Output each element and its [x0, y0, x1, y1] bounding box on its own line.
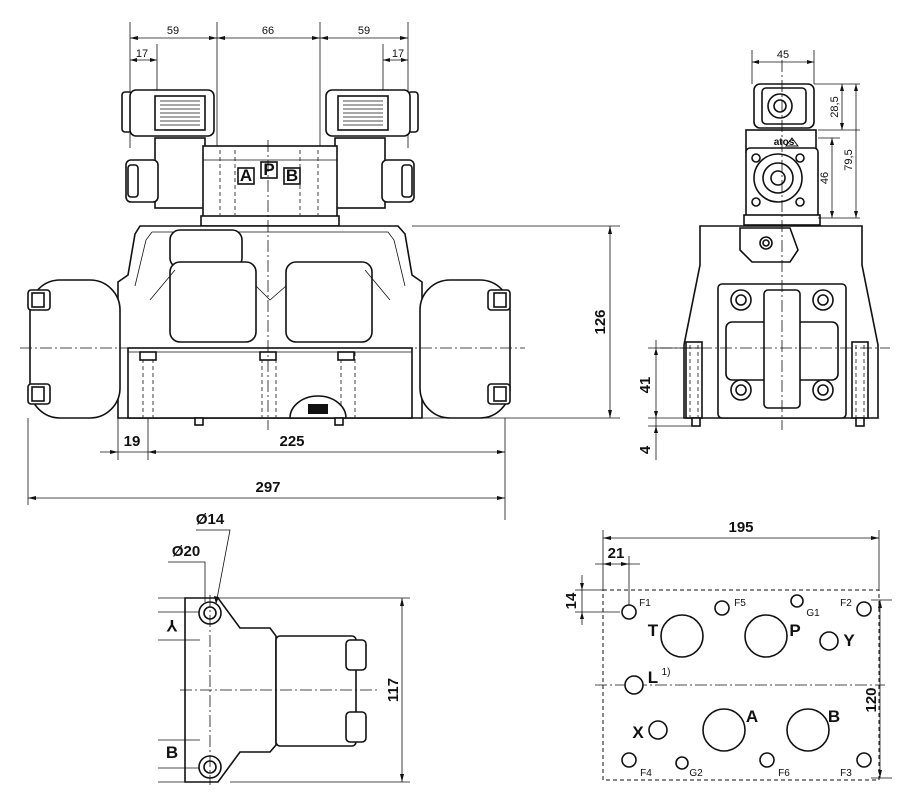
dim-120: 120 [863, 687, 880, 712]
dim-66: 66 [262, 25, 274, 37]
port-b [786, 708, 830, 752]
hole-f5 [714, 600, 730, 616]
main-valve-body [117, 225, 423, 426]
dim-79-5: 79,5 [843, 149, 855, 170]
pilot-port-b: B [286, 166, 298, 185]
dim-d14: Ø14 [196, 511, 225, 528]
front-view: 59 66 59 17 17 [20, 22, 620, 520]
left-solenoid [121, 89, 215, 209]
top-dimensions: Ø14 Ø20 117 [168, 511, 410, 783]
pilot-valve-body: A P B [200, 145, 340, 227]
side-dimensions: 45 28,5 46 79,5 41 4 [637, 49, 860, 460]
label-t: T [648, 621, 659, 640]
hole-f2 [856, 601, 872, 617]
dim-46: 46 [819, 172, 831, 184]
brand-label: atos [774, 137, 795, 148]
ports [624, 614, 839, 752]
mounting-dimensions: 195 21 14 120 [563, 519, 892, 779]
pilot-port-p: P [263, 160, 274, 179]
dim-d20: Ø20 [172, 543, 200, 560]
port-a [702, 708, 746, 752]
hole-f1 [621, 604, 637, 620]
dim-14: 14 [563, 592, 580, 609]
dim-45: 45 [777, 49, 789, 61]
top-port-y: Y [166, 616, 178, 635]
right-end-cap [419, 279, 511, 419]
port-x [648, 720, 668, 740]
label-f5: F5 [734, 598, 746, 609]
label-p: P [789, 621, 800, 640]
dim-126: 126 [592, 309, 609, 334]
label-x: X [632, 723, 644, 742]
front-dimensions: 126 19 225 297 [27, 225, 620, 520]
dim-225: 225 [279, 433, 304, 450]
label-y: Y [843, 631, 855, 650]
label-f1: F1 [639, 598, 651, 609]
dim-17-left: 17 [136, 48, 148, 60]
side-view: atos 45 28,5 46 [637, 49, 890, 460]
label-g1: G1 [806, 608, 820, 619]
dim-19: 19 [124, 433, 141, 450]
label-l-note: 1) [662, 667, 671, 678]
left-end-cap [27, 279, 121, 419]
dim-4: 4 [637, 445, 654, 454]
label-a: A [746, 707, 758, 726]
right-solenoid [325, 89, 419, 209]
label-b: B [828, 707, 840, 726]
label-g2: G2 [689, 768, 703, 779]
dim-17-right: 17 [392, 48, 404, 60]
port-l [624, 675, 644, 695]
dim-297: 297 [255, 479, 280, 496]
dim-117: 117 [385, 678, 402, 702]
dim-41: 41 [637, 377, 654, 394]
label-l: L [648, 668, 658, 687]
hole-f3 [856, 752, 872, 768]
label-f4: F4 [640, 768, 652, 779]
port-y [819, 631, 839, 651]
port-p [744, 614, 788, 658]
label-f6: F6 [778, 768, 790, 779]
port-t [660, 614, 704, 658]
front-top-dimensions: 59 66 59 17 17 [129, 22, 409, 148]
hole-f6 [759, 752, 775, 768]
top-port-b: B [166, 743, 178, 762]
hole-g2 [675, 756, 689, 770]
hole-g1 [790, 594, 804, 608]
mounting-surface: T P Y L 1) X A B F1 F5 G1 F2 F4 G2 F6 F3… [563, 519, 892, 781]
top-view: Y B Ø14 Ø20 117 [158, 511, 410, 785]
port-labels: T P Y L 1) X A B F1 F5 G1 F2 F4 G2 F6 F3 [632, 598, 855, 779]
dim-28-5: 28,5 [829, 96, 841, 117]
dim-59-right: 59 [358, 25, 370, 37]
label-f3: F3 [840, 768, 852, 779]
dim-21: 21 [608, 545, 625, 562]
pilot-port-a: A [240, 166, 252, 185]
label-f2: F2 [840, 598, 852, 609]
hole-f4 [621, 752, 637, 768]
dim-59-left: 59 [167, 25, 179, 37]
mounting-holes [621, 594, 872, 770]
dim-195: 195 [728, 519, 753, 536]
